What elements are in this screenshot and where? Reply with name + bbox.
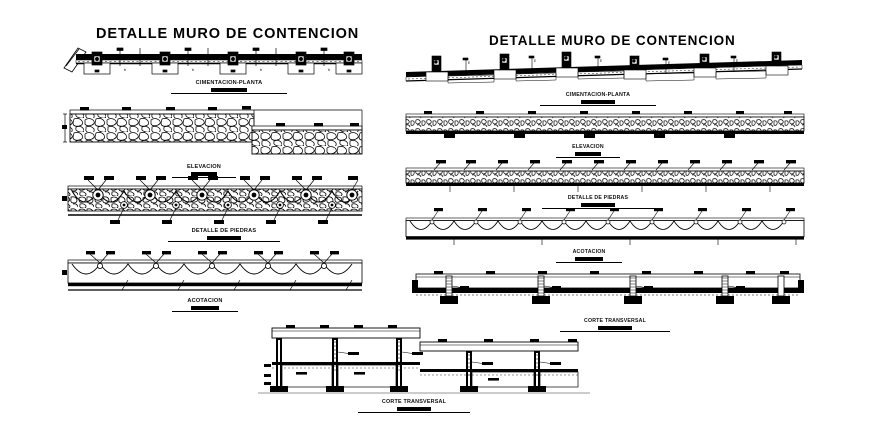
- label-text: CORTE TRANSVERSAL: [381, 399, 447, 405]
- label-underline-bar: [211, 87, 247, 92]
- label-text: CIMENTACION-PLANTA: [565, 92, 631, 98]
- label-text: ACOTACION: [187, 298, 223, 304]
- label-text: ACOTACION: [572, 249, 606, 255]
- svg-text:b: b: [328, 68, 330, 72]
- label-underline-bar: [191, 171, 217, 176]
- label-left-acotacion: ACOTACION: [172, 298, 238, 312]
- svg-text:b: b: [260, 68, 262, 72]
- svg-text:E: E: [600, 59, 602, 63]
- label-text: DETALLE DE PIEDRAS: [567, 195, 629, 201]
- label-underline-bar: [191, 305, 219, 310]
- svg-text:E: E: [534, 59, 536, 63]
- label-bottom-corte-transversal: CORTE TRANSVERSAL: [358, 399, 470, 413]
- label-text: ELEVACION: [572, 144, 604, 150]
- label-underline-bar: [207, 235, 241, 240]
- drawing-left-cimentacion-planta: b b b b: [62, 44, 364, 80]
- drawing-left-detalle-piedras: [62, 172, 364, 226]
- label-text: DETALLE DE PIEDRAS: [191, 228, 257, 234]
- drawing-left-acotacion: [62, 250, 364, 298]
- label-right-cimentacion-planta: CIMENTACION-PLANTA: [540, 92, 656, 106]
- label-left-cimentacion-planta: CIMENTACION-PLANTA: [171, 80, 287, 94]
- svg-text:E: E: [736, 59, 738, 63]
- drawing-right-cimentacion-planta: E E E E E: [404, 50, 806, 92]
- label-text: ELEVACION: [186, 164, 222, 170]
- label-underline-bar: [575, 151, 601, 156]
- drawing-right-corte-transversal: [412, 266, 804, 316]
- label-left-elevacion: ELEVACION: [172, 164, 236, 178]
- label-text: CIMENTACION-PLANTA: [195, 80, 263, 86]
- label-underline-bar: [581, 99, 615, 104]
- svg-text:E: E: [468, 61, 470, 65]
- svg-text:b: b: [192, 68, 194, 72]
- drawing-right-detalle-piedras: [404, 160, 806, 194]
- drawing-right-elevacion: [404, 110, 806, 142]
- svg-text:E: E: [668, 61, 670, 65]
- page-title-left: DETALLE MURO DE CONTENCION: [96, 26, 360, 42]
- label-underline-bar: [575, 256, 603, 261]
- label-text: CORTE TRANSVERSAL: [584, 318, 646, 324]
- label-right-acotacion: ACOTACION: [556, 249, 622, 263]
- svg-text:b: b: [124, 68, 126, 72]
- label-underline-bar: [397, 406, 431, 411]
- drawing-right-acotacion: [404, 208, 806, 248]
- label-right-corte-transversal: CORTE TRANSVERSAL: [560, 318, 670, 332]
- label-left-detalle-piedras: DETALLE DE PIEDRAS: [168, 228, 280, 242]
- drawing-left-elevacion: [62, 104, 364, 158]
- drawing-bottom-corte-transversal: [258, 322, 590, 400]
- label-underline-bar: [581, 202, 615, 207]
- label-right-detalle-piedras: DETALLE DE PIEDRAS: [542, 195, 654, 209]
- label-right-elevacion: ELEVACION: [556, 144, 620, 158]
- page-title-right: DETALLE MURO DE CONTENCION: [489, 33, 736, 48]
- label-underline-bar: [598, 325, 632, 330]
